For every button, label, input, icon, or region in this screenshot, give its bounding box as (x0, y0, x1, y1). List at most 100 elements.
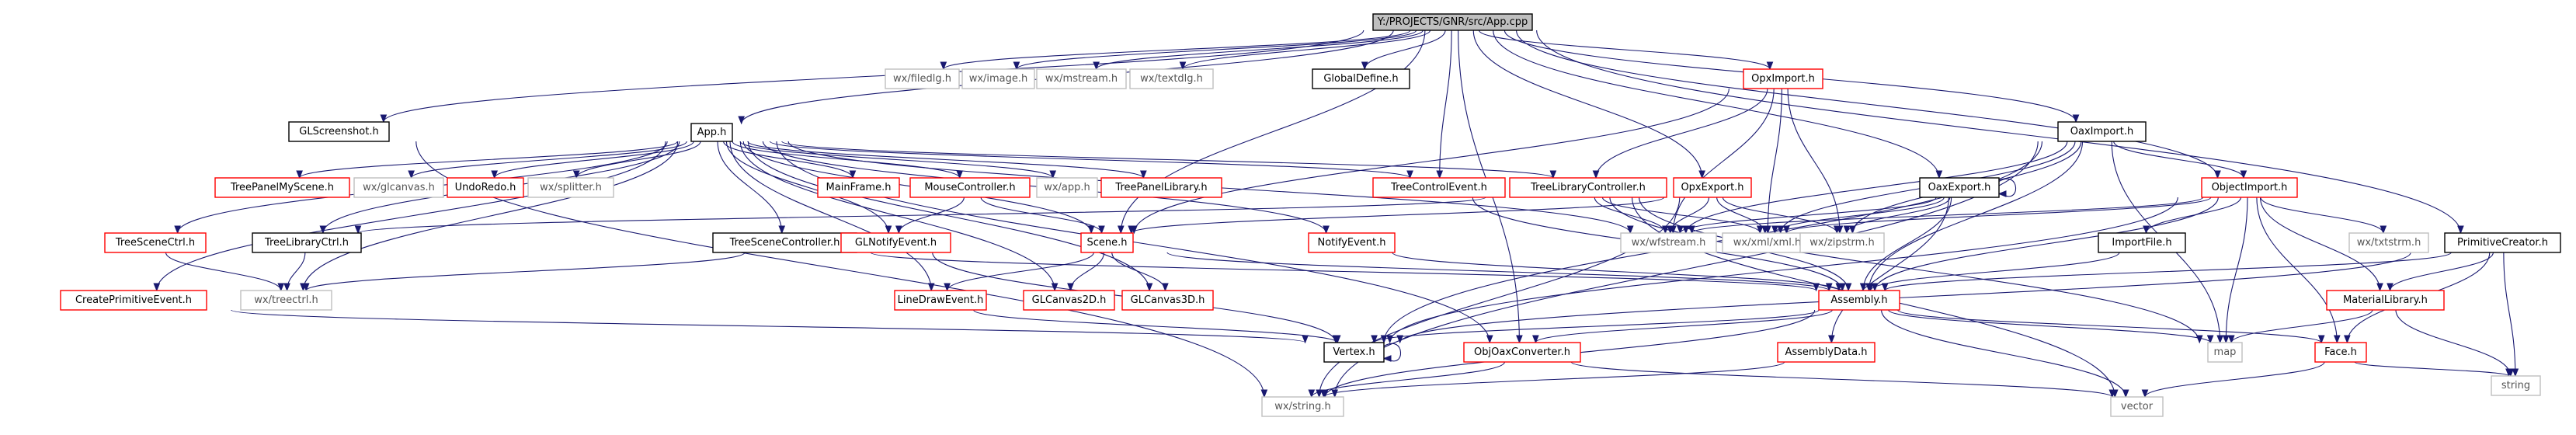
node-label-objectimport: ObjectImport.h (2212, 182, 2288, 193)
node-objectimport[interactable]: ObjectImport.h (2201, 177, 2298, 198)
node-glcanvas2d[interactable]: GLCanvas2D.h (1023, 290, 1115, 311)
node-importfile[interactable]: ImportFile.h (2098, 232, 2186, 253)
edge-oaxexport-to-wxzipstrm (1843, 197, 1951, 235)
node-materiallibrary[interactable]: MaterialLibrary.h (2326, 290, 2445, 311)
node-label-wximage: wx/image.h (969, 73, 1028, 85)
node-box-wxtxtstrm (2348, 232, 2429, 253)
node-vertex[interactable]: Vertex.h (1323, 342, 1385, 363)
node-glcanvas3d[interactable]: GLCanvas3D.h (1121, 290, 1214, 311)
edge-linedrawevent-to-vertex (973, 309, 1341, 344)
node-box-undoredo (447, 177, 524, 198)
node-opximport[interactable]: OpxImport.h (1743, 68, 1823, 89)
node-objoaxconverter[interactable]: ObjOaxConverter.h (1463, 342, 1581, 363)
edge-opximport-to-wxzipstrm (1787, 88, 1844, 235)
edge-assemblydata-to-wxstring (1320, 361, 1785, 398)
edge-root-to-glscreenshot (380, 30, 1364, 124)
node-box-mousecontroller (909, 177, 1031, 198)
node-undoredo[interactable]: UndoRedo.h (447, 177, 524, 198)
node-treelibrarycontroller[interactable]: TreeLibraryController.h (1509, 177, 1667, 198)
edge-assembly-to-map (1888, 309, 2214, 344)
node-wxtextdlg: wx/textdlg.h (1129, 68, 1214, 89)
node-wxglcanvas: wx/glcanvas.h (353, 177, 444, 198)
edge-notifyevent-to-assembly (1392, 252, 1843, 292)
node-opxexport[interactable]: OpxExport.h (1673, 177, 1752, 198)
edge-materiallibrary-to-string (2395, 309, 2515, 378)
node-label-map: map (2214, 346, 2237, 358)
edge-faceh-to-vector (2141, 361, 2325, 398)
node-linedrawevent[interactable]: LineDrawEvent.h (894, 290, 987, 311)
node-box-mainframe (817, 177, 900, 198)
node-createprimitiveevent[interactable]: CreatePrimitiveEvent.h (60, 290, 207, 311)
edge-apph-to-mainframe (723, 141, 857, 179)
node-treescenectrl[interactable]: TreeSceneCtrl.h (104, 232, 207, 253)
node-oaximport[interactable]: OaxImport.h (2057, 121, 2147, 142)
node-treepanellibrary[interactable]: TreePanelLibrary.h (1100, 177, 1222, 198)
node-map: map (2207, 342, 2243, 363)
node-label-treepanellibrary: TreePanelLibrary.h (1114, 182, 1207, 193)
edge-oaxexport-to-oaxexport (1997, 178, 2017, 197)
node-glnotifyevent[interactable]: GLNotifyEvent.h (840, 232, 951, 253)
edge-treelibraryctrl-to-wxtreectrl (283, 252, 306, 292)
node-label-glscreenshot: GLScreenshot.h (299, 126, 378, 137)
edge-root-to-opxexport (1472, 30, 1705, 179)
edge-opxexport-to-sceneh (1128, 197, 1665, 235)
node-label-wxapp: wx/app.h (1044, 182, 1090, 193)
edge-root-to-treecontrolevent (1436, 30, 1452, 179)
node-notifyevent[interactable]: NotifyEvent.h (1308, 232, 1396, 253)
node-apph[interactable]: App.h (690, 123, 733, 142)
node-sceneh[interactable]: Scene.h (1080, 232, 1134, 253)
node-box-wxapp (1036, 177, 1098, 198)
node-wxmstream: wx/mstream.h (1036, 68, 1127, 89)
node-box-wximage (961, 68, 1035, 89)
node-mainframe[interactable]: MainFrame.h (817, 177, 900, 198)
node-assembly[interactable]: Assembly.h (1818, 290, 1900, 311)
node-label-string: string (2501, 380, 2530, 392)
edge-importfile-to-assembly (1867, 252, 2120, 292)
node-oaxexport[interactable]: OaxExport.h (1919, 177, 2000, 198)
edge-root-to-oaxexport (1493, 30, 1943, 179)
node-label-wxxml: wx/xml/xml.h (1733, 237, 1801, 249)
node-label-undoredo: UndoRedo.h (455, 182, 516, 193)
node-box-treescenecontroller (712, 232, 857, 253)
node-primitivecreator[interactable]: PrimitiveCreator.h (2444, 232, 2561, 253)
node-box-treelibraryctrl (252, 232, 362, 253)
node-box-opxexport (1673, 177, 1752, 198)
node-label-opximport: OpxImport.h (1751, 73, 1815, 85)
edge-opxexport-to-wxwfstream (1667, 197, 1710, 235)
node-treescenecontroller[interactable]: TreeSceneController.h (712, 232, 857, 253)
edge-root-to-opximport (1478, 30, 1774, 71)
node-assemblydata[interactable]: AssemblyData.h (1777, 342, 1876, 363)
node-box-faceh (2314, 342, 2367, 363)
node-box-vector (2110, 396, 2164, 417)
edge-apph-to-treepanelmyscene (296, 141, 678, 179)
edge-treescenecontroller-to-wxtreectrl (302, 252, 746, 292)
node-treepanelmyscene[interactable]: TreePanelMyScene.h (214, 177, 350, 198)
edge-assembly-to-vertex (1371, 309, 1820, 344)
node-label-faceh: Face.h (2324, 346, 2357, 358)
node-box-wxzipstrm (1799, 232, 1885, 253)
node-wxstring: wx/string.h (1261, 396, 1344, 417)
node-label-wxglcanvas: wx/glcanvas.h (363, 182, 435, 193)
edge-materiallibrary-to-map (2227, 309, 2373, 344)
node-box-root (1372, 13, 1533, 31)
node-label-apph: App.h (697, 127, 727, 138)
node-label-wxtxtstrm: wx/txtstrm.h (2357, 237, 2421, 249)
node-label-mousecontroller: MouseController.h (924, 182, 1015, 193)
node-treelibraryctrl[interactable]: TreeLibraryCtrl.h (252, 232, 362, 253)
node-label-treecontrolevent: TreeControlEvent.h (1390, 182, 1487, 193)
edge-objectimport-to-wxxml (1783, 197, 2212, 235)
node-globaldefine[interactable]: GlobalDefine.h (1312, 68, 1410, 89)
node-box-glnotifyevent (840, 232, 951, 253)
node-label-wxfiledlg: wx/filedlg.h (893, 73, 951, 85)
node-faceh[interactable]: Face.h (2314, 342, 2367, 363)
node-string: string (2491, 375, 2541, 396)
node-box-wxtreectrl (240, 290, 332, 311)
node-mousecontroller[interactable]: MouseController.h (909, 177, 1031, 198)
node-label-oaxexport: OaxExport.h (1928, 182, 1991, 193)
node-treecontrolevent[interactable]: TreeControlEvent.h (1372, 177, 1506, 198)
node-box-sceneh (1080, 232, 1134, 253)
node-root[interactable]: Y:/PROJECTS/GNR/src/App.cpp (1372, 13, 1533, 31)
edge-apph-to-wxglcanvas (408, 141, 687, 179)
edge-apph-to-glnotifyevent (725, 141, 892, 235)
node-glscreenshot[interactable]: GLScreenshot.h (288, 121, 390, 142)
